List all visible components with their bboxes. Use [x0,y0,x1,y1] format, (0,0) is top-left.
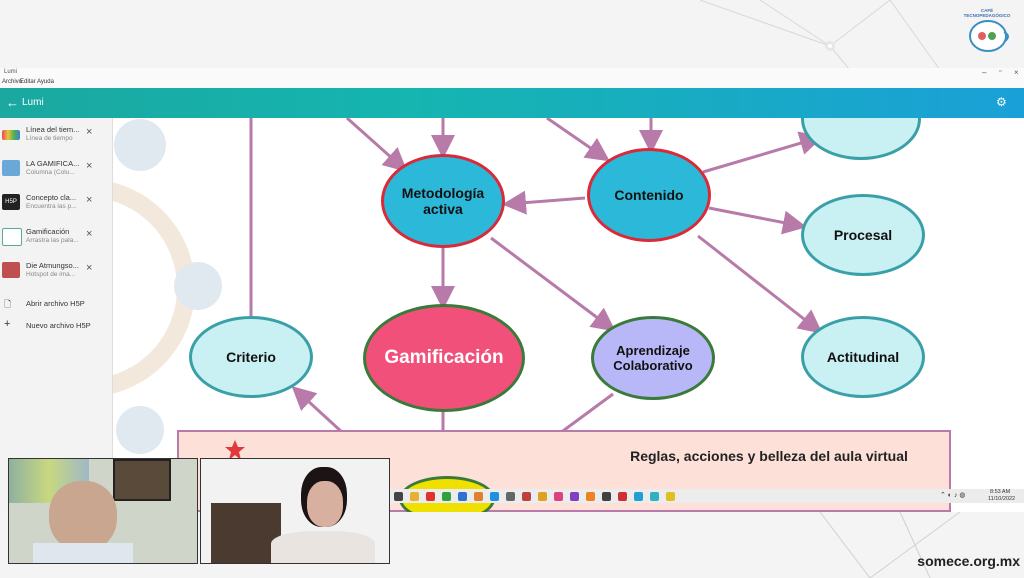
close-icon[interactable]: × [86,228,93,240]
sidebar: Línea del tiem... Línea de tiempo × LA G… [0,118,113,512]
sidebar-item-subtitle: Columna (Colu... [26,169,75,176]
webcam-tile-presenter-1 [8,458,198,564]
taskbar-app-icon[interactable] [538,492,547,501]
wall-picture [113,459,171,501]
sidebar-item-title: Concepto cla... [26,193,77,202]
coffee-cup-icon [969,20,1009,52]
node-aprendizaje: Aprendizaje Colaborativo [591,316,715,400]
menu-archivo[interactable]: Archivo [2,79,23,85]
sidebar-item-subtitle: Línea de tiempo [26,135,73,142]
sidebar-item-title: Línea del tiem... [26,125,80,134]
logo-text: CAFÉ TECNOPEDAGÓGICO [963,8,1011,18]
node-procesal: Procesal [801,194,925,276]
taskbar-app-icon[interactable] [602,492,611,501]
sidebar-item-linea[interactable]: Línea del tiem... Línea de tiempo × [0,120,112,154]
diagram-canvas: Metodología activa Contenido Procesal Cr… [113,118,1024,512]
sidebar-item-atmung[interactable]: Die Atmungso... Hotspot de ima... × [0,256,112,290]
cafe-logo: CAFÉ TECNOPEDAGÓGICO [960,6,1014,54]
taskbar-app-icon[interactable] [522,492,531,501]
gear-icon[interactable]: ⚙ [996,95,1007,109]
rules-banner-text: Reglas, acciones y belleza del aula virt… [630,448,908,464]
plus-icon: + [4,318,11,330]
taskbar-app-icon[interactable] [394,492,403,501]
hotspot-thumbnail-icon [2,262,20,278]
broadcast-top-frame: CAFÉ TECNOPEDAGÓGICO [0,0,1024,70]
person-face [307,481,343,527]
taskbar-time: 8:53 AM [990,489,1011,495]
taskbar-app-icon[interactable] [442,492,451,501]
windows-taskbar: ⌃ ◐ ♪ ◍ 8:53 AM 11/10/2022 [390,489,1024,503]
node-metodologia: Metodología activa [381,154,505,248]
minimize-button[interactable]: – [982,68,987,77]
sidebar-item-gamifica[interactable]: LA GAMIFICA... Columna (Colu... × [0,154,112,188]
sidebar-item-subtitle: Hotspot de ima... [26,271,76,278]
person-face [49,481,117,551]
maximize-button[interactable]: ▫ [999,68,1002,75]
star-icon [225,440,245,460]
network-lines-decoration [699,0,941,70]
taskbar-app-icon[interactable] [410,492,419,501]
person-shirt [33,543,133,563]
app-bar: ← Lumi ⚙ [0,88,1024,118]
node-criterio: Criterio [189,316,313,398]
file-icon: 🗋 [4,299,12,309]
taskbar-app-icon[interactable] [506,492,515,501]
taskbar-app-icon[interactable] [666,492,675,501]
node-actitudinal: Actitudinal [801,316,925,398]
background-gear-decoration [113,119,222,454]
watermark-text: somece.org.mx [917,553,1020,569]
window-title: Lumi [4,69,18,75]
sidebar-item-title: LA GAMIFICA... [26,159,80,168]
lumi-window: Lumi – ▫ × Archivo Editar Ayuda ← Lumi ⚙… [0,68,1024,512]
person-blouse [271,531,375,563]
open-h5p-label: Abrir archivo H5P [26,299,85,308]
taskbar-app-icon[interactable] [586,492,595,501]
column-thumbnail-icon [2,160,20,176]
close-window-button[interactable]: × [1014,68,1019,77]
close-icon[interactable]: × [86,194,93,206]
appbar-title: Lumi [22,97,44,108]
menu-ayuda[interactable]: Ayuda [37,79,54,85]
close-icon[interactable]: × [86,160,93,172]
sidebar-item-concepto[interactable]: H5P Concepto cla... Encuentra las p... × [0,188,112,222]
close-icon[interactable]: × [86,126,93,138]
back-arrow-icon[interactable]: ← [6,95,19,110]
taskbar-app-icon[interactable] [634,492,643,501]
node-contenido: Contenido [587,148,711,242]
taskbar-date: 11/10/2022 [988,496,1016,502]
taskbar-app-icon[interactable] [618,492,627,501]
window-titlebar: Lumi – ▫ × [0,68,1024,78]
tray-icons[interactable]: ⌃ ◐ ♪ ◍ [940,492,966,499]
taskbar-app-icon[interactable] [474,492,483,501]
taskbar-app-icon[interactable] [426,492,435,501]
sidebar-item-title: Gamificación [26,227,70,236]
sidebar-item-title: Die Atmungso... [26,261,79,270]
sidebar-item-subtitle: Encuentra las p... [26,203,77,210]
taskbar-app-icon[interactable] [490,492,499,501]
new-h5p-button[interactable]: + Nuevo archivo H5P [0,316,112,338]
document-thumbnail-icon [2,228,22,246]
timeline-thumbnail-icon [2,130,20,140]
webcam-tile-presenter-2 [200,458,390,564]
taskbar-app-icon[interactable] [458,492,467,501]
taskbar-app-icon[interactable] [554,492,563,501]
menu-editar[interactable]: Editar [20,79,36,85]
taskbar-app-icon[interactable] [570,492,579,501]
sidebar-item-gamificacion[interactable]: Gamificación Arrastra las pala... × [0,222,112,256]
menu-bar: Archivo Editar Ayuda [0,78,1024,88]
h5p-thumbnail-icon: H5P [2,194,20,210]
new-h5p-label: Nuevo archivo H5P [26,321,91,330]
open-h5p-button[interactable]: 🗋 Abrir archivo H5P [0,294,112,316]
node-gamificacion: Gamificación [363,304,525,412]
bookshelf [211,503,281,563]
close-icon[interactable]: × [86,262,93,274]
network-lines-decoration [819,512,961,578]
sidebar-item-subtitle: Arrastra las pala... [26,237,79,244]
taskbar-app-icon[interactable] [650,492,659,501]
